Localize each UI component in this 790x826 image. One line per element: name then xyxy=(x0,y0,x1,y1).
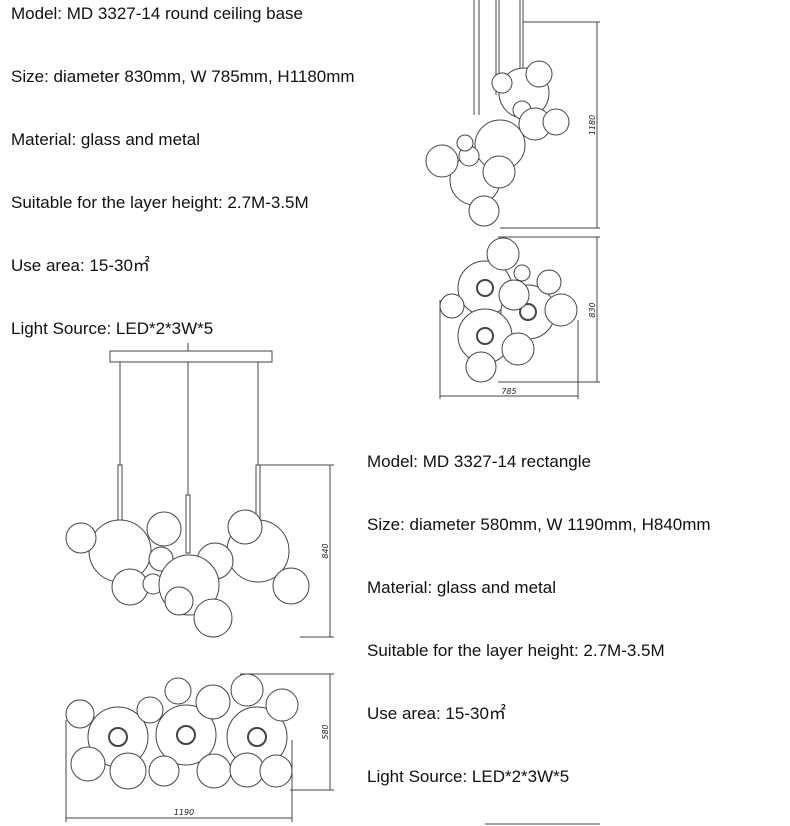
round-spec-material: Material: glass and metal xyxy=(11,130,200,149)
round-spec-model: Model: MD 3327-14 round ceiling base xyxy=(11,4,304,23)
round-spec-area: Use area: 15-30㎡ xyxy=(11,256,150,275)
rect-dim-height: 840 xyxy=(321,543,330,558)
round-spec-light: Light Source: LED*2*3W*5 xyxy=(11,319,214,338)
rect-spec-model: Model: MD 3327-14 rectangle xyxy=(367,452,591,471)
round-plan-view-drawing xyxy=(439,236,600,399)
rect-spec-height: Suitable for the layer height: 2.7M-3.5M xyxy=(367,641,665,660)
rect-spec-area: Use area: 15-30㎡ xyxy=(367,704,506,723)
rect-dim-depth: 580 xyxy=(321,724,330,739)
rect-spec-size: Size: diameter 580mm, W 1190mm, H840mm xyxy=(367,515,711,534)
round-dim-width: 785 xyxy=(501,387,516,396)
rect-dim-width: 1190 xyxy=(174,808,194,817)
round-dim-height: 1180 xyxy=(588,115,597,135)
round-side-elevation-drawing xyxy=(425,0,600,229)
rect-plan-view-drawing xyxy=(65,673,334,822)
round-spec-size: Size: diameter 830mm, W 785mm, H1180mm xyxy=(11,67,355,86)
rect-side-elevation-drawing xyxy=(65,343,334,638)
round-spec-height: Suitable for the layer height: 2.7M-3.5M xyxy=(11,193,309,212)
rect-spec-material: Material: glass and metal xyxy=(367,578,556,597)
round-dim-depth: 830 xyxy=(588,302,597,317)
rect-spec-light: Light Source: LED*2*3W*5 xyxy=(367,767,570,786)
